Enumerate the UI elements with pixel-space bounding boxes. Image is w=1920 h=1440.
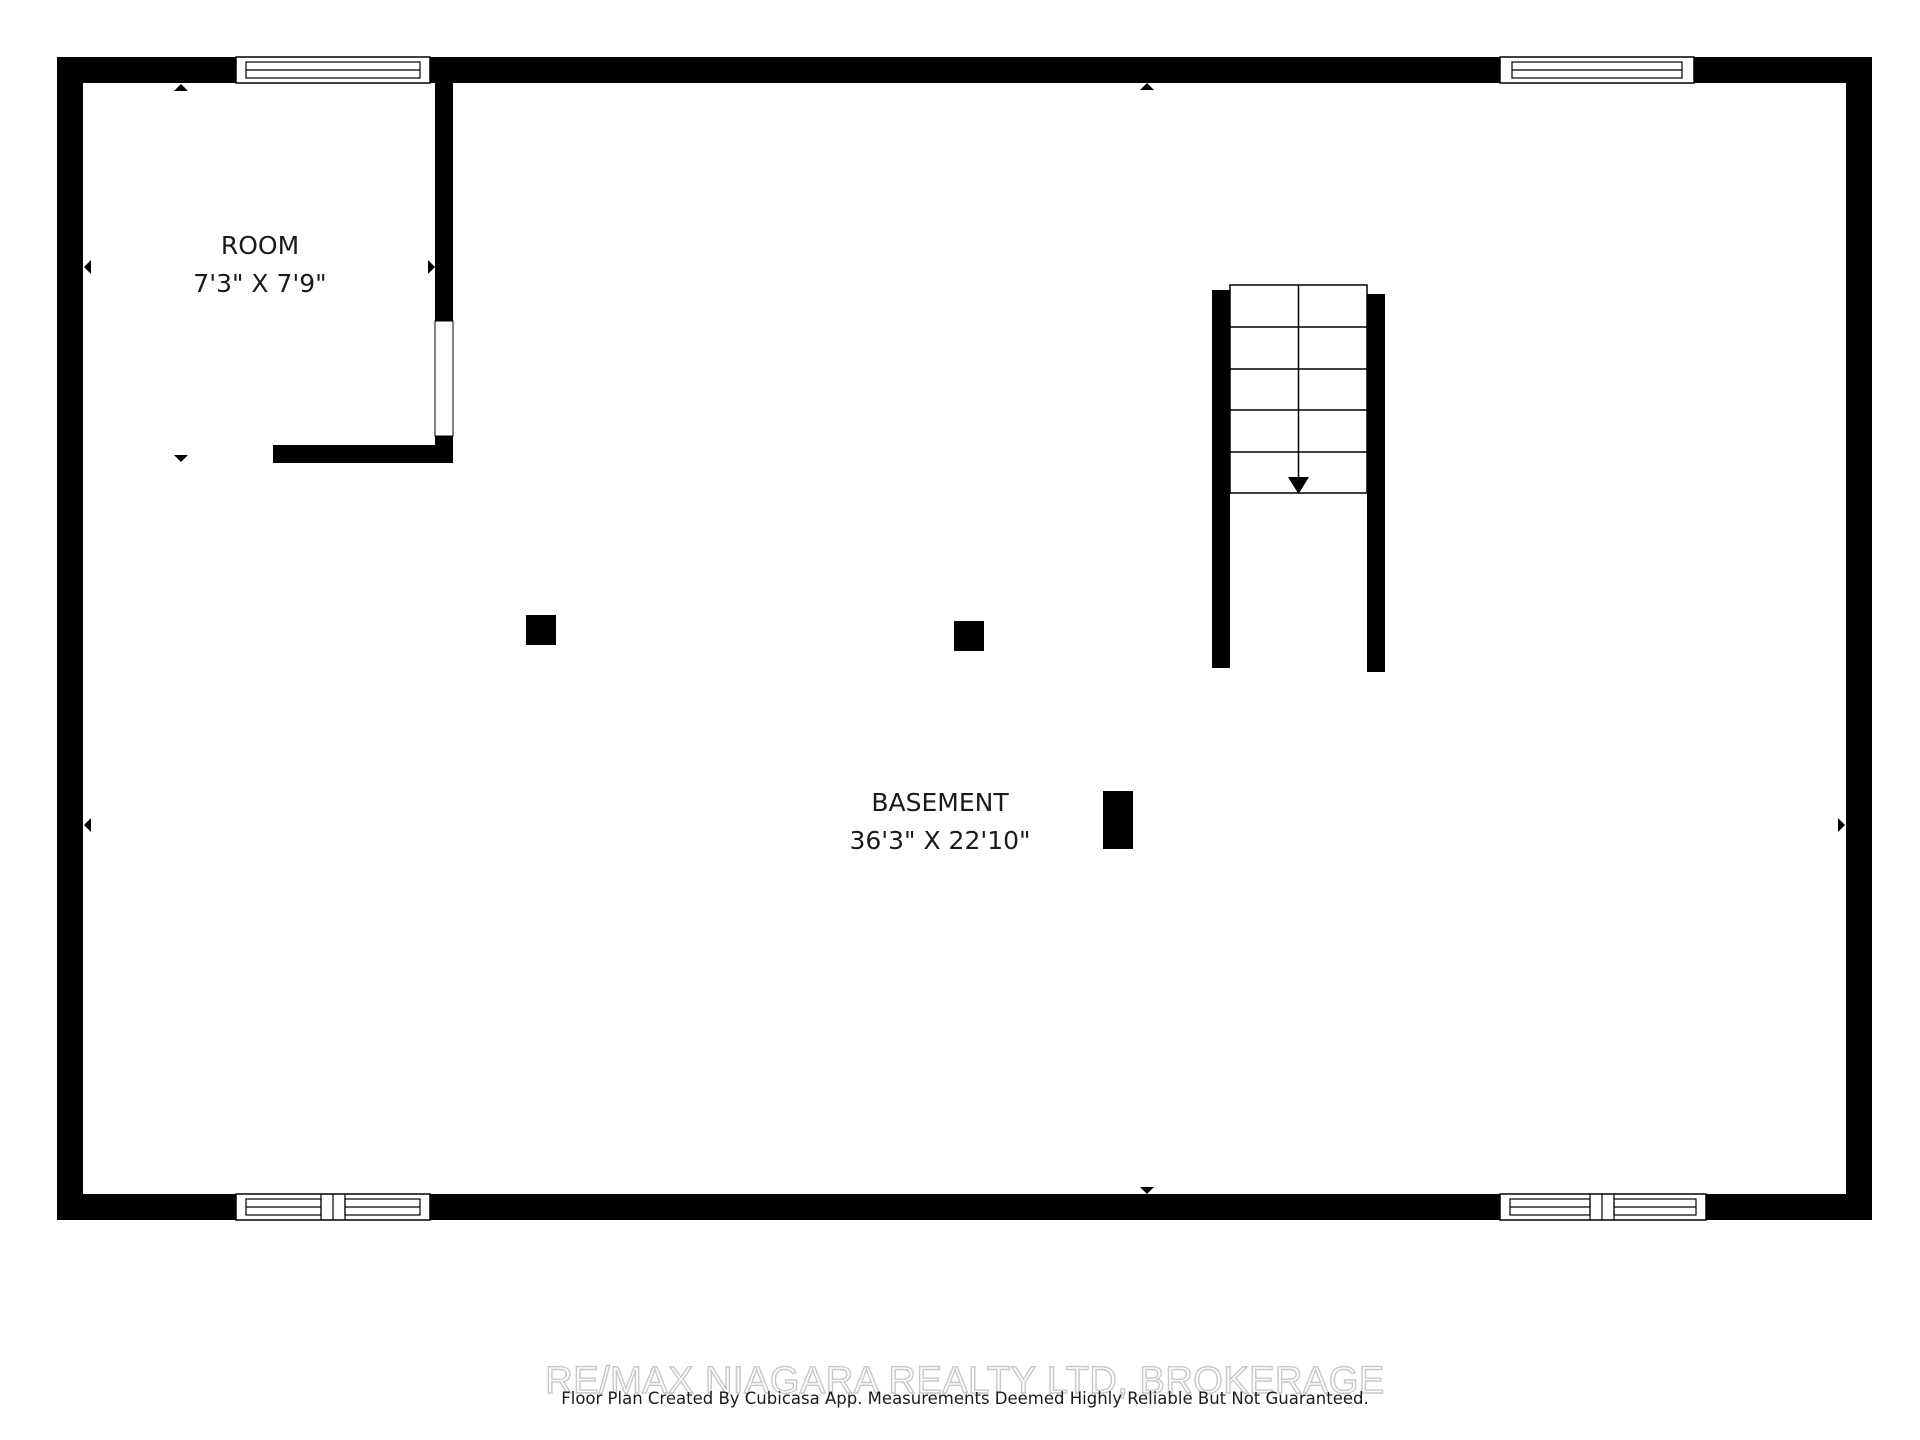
basement-name-label: BASEMENT <box>871 788 1009 817</box>
floor-plan-disclaimer: Floor Plan Created By Cubicasa App. Meas… <box>561 1389 1368 1408</box>
outer-wall-left <box>57 57 83 1220</box>
stair-wall-right <box>1367 294 1385 672</box>
room-wall-horizontal <box>273 445 453 463</box>
stair-wall-left <box>1212 290 1230 668</box>
marker-arrow-right-icon <box>1838 818 1845 832</box>
column-1 <box>526 615 556 645</box>
marker-arrow-up-icon <box>1140 83 1154 90</box>
room-interior-walls <box>273 57 454 463</box>
marker-arrow-left-icon <box>84 818 91 832</box>
outer-wall-right <box>1846 57 1872 1220</box>
marker-arrow-up-icon <box>174 84 188 91</box>
room-name-label: ROOM <box>221 231 299 260</box>
staircase <box>1212 284 1385 672</box>
basement-dimensions-label: 36'3" X 22'10" <box>849 826 1030 855</box>
marker-arrow-down-icon <box>1140 1187 1154 1194</box>
window-bottom-left <box>235 1193 431 1221</box>
column-2 <box>954 621 984 651</box>
window-top-right <box>1499 56 1695 84</box>
room-wall-vertical-upper <box>435 57 453 321</box>
stair-arrow-down-icon <box>1288 477 1309 494</box>
window-top-left <box>235 56 431 84</box>
room-door-opening <box>434 320 454 437</box>
columns <box>526 615 1133 849</box>
brokerage-watermark: RE/MAX NIAGARA REALTY LTD, BROKERAGE <box>545 1360 1384 1402</box>
column-3 <box>1103 791 1133 849</box>
marker-arrow-down-icon <box>174 455 188 462</box>
marker-arrow-left-icon <box>84 260 91 274</box>
window-bottom-right <box>1499 1193 1707 1221</box>
room-dimensions-label: 7'3" X 7'9" <box>193 269 326 298</box>
marker-arrow-right-icon <box>428 260 435 274</box>
dimension-markers <box>84 83 1845 1194</box>
